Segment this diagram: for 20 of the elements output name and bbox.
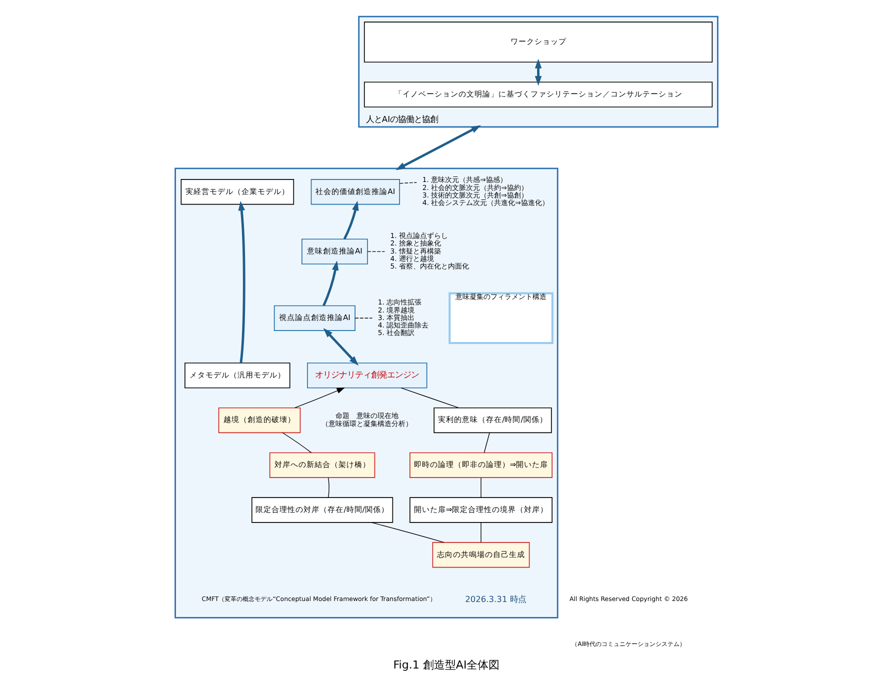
node-box: オリジナリティ創発エンジン <box>306 362 427 388</box>
connector <box>370 522 444 543</box>
arrow <box>322 328 358 366</box>
connector <box>483 432 490 453</box>
connector <box>328 477 329 498</box>
label: 2026.3.31 時点 <box>464 594 526 604</box>
connector <box>480 477 481 498</box>
arrow <box>534 58 542 86</box>
connector <box>400 388 459 408</box>
arrow <box>342 200 358 240</box>
connector <box>398 182 416 184</box>
connector <box>366 251 385 252</box>
arrow <box>395 125 480 170</box>
caption: Fig.1 創造型AI全体図 <box>392 658 500 672</box>
arrow <box>238 200 245 364</box>
arrow <box>322 260 338 306</box>
arrow <box>294 387 345 408</box>
cluster <box>174 168 558 618</box>
connector <box>282 432 312 454</box>
connector <box>480 522 481 543</box>
